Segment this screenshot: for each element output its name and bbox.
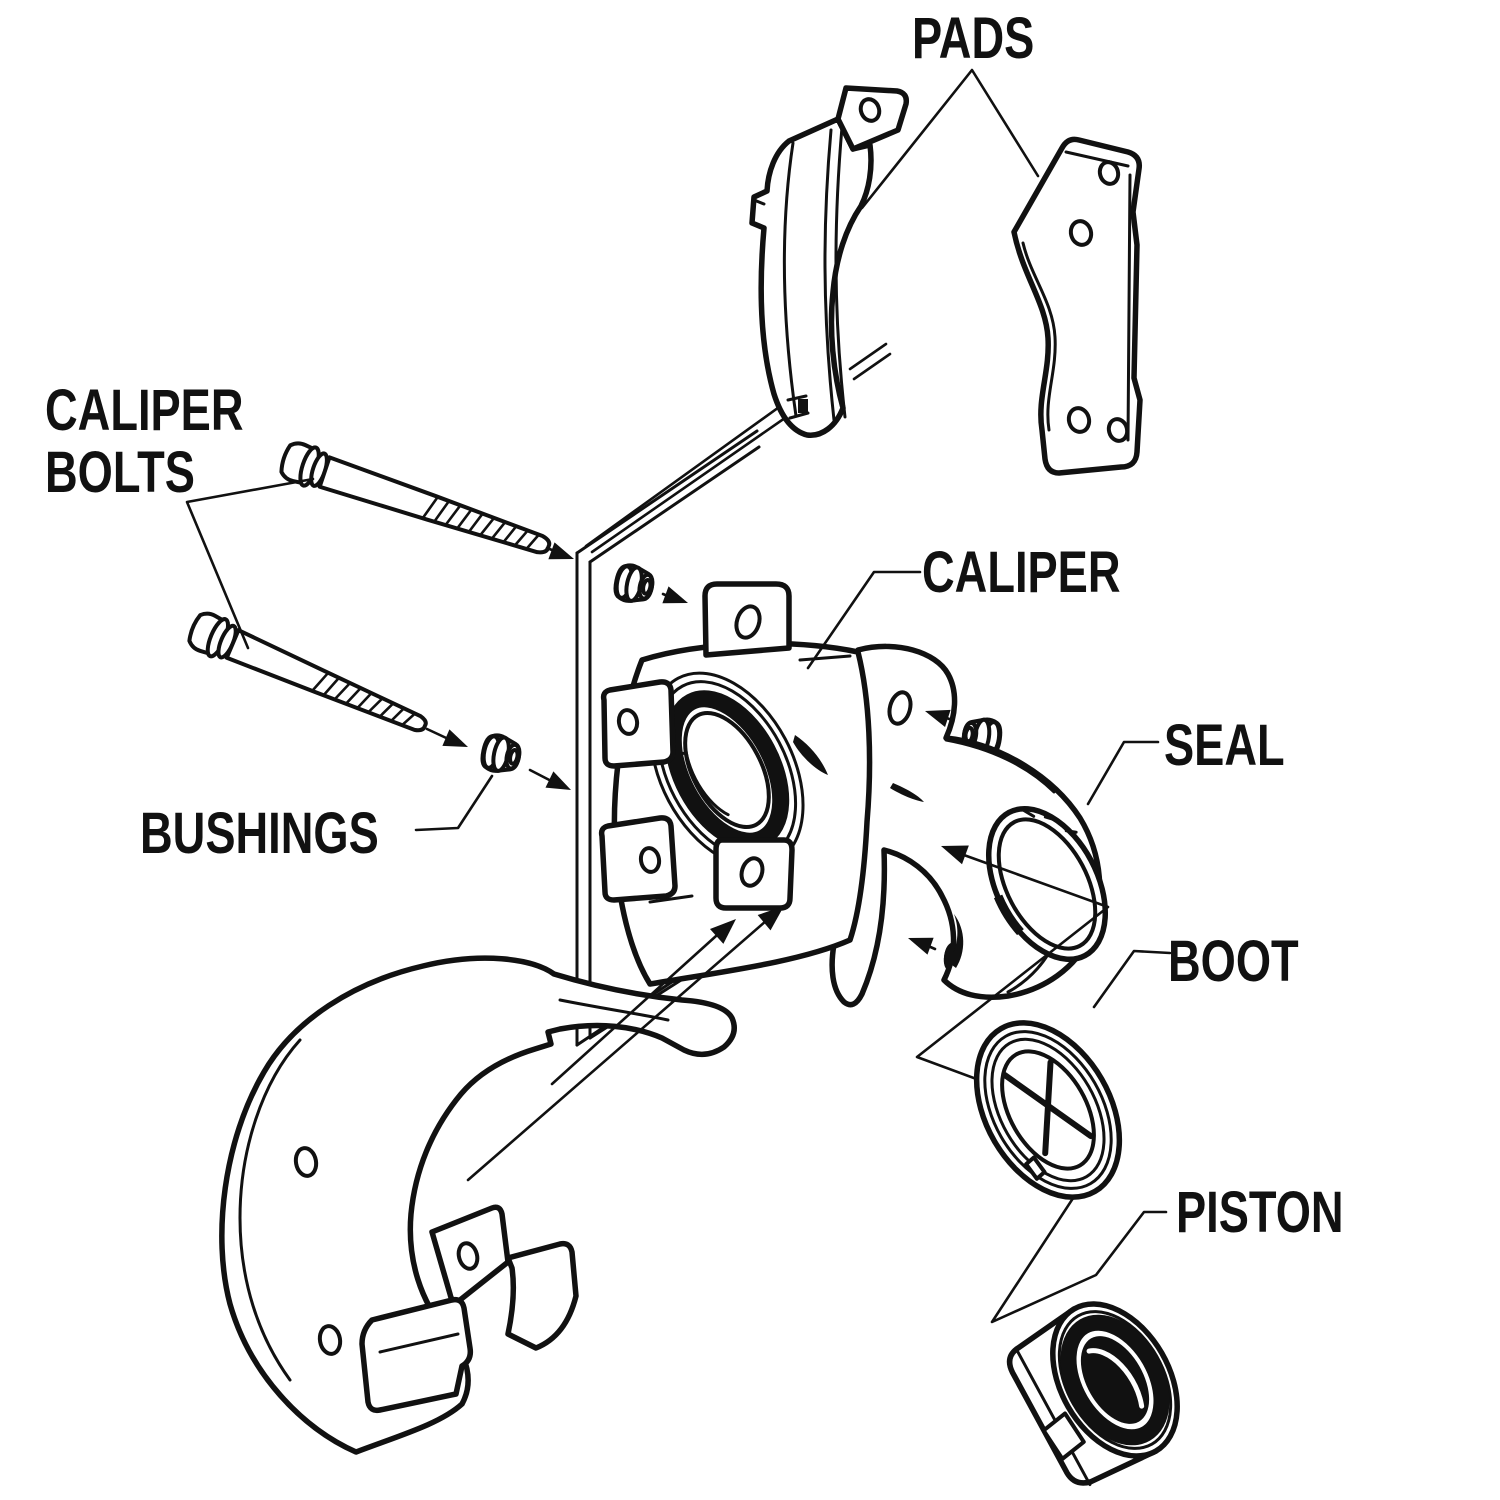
pads-leader <box>860 68 1040 210</box>
anchor-bracket <box>219 955 737 1455</box>
assembly-arrows <box>425 542 954 955</box>
label-caliper-bolts-line1: CALIPER <box>45 379 244 444</box>
label-pads: PADS <box>912 7 1034 72</box>
bracket-assembly-arrows <box>466 906 784 1182</box>
brake-pad-outer <box>1011 136 1143 476</box>
label-caliper-bolts-line2: BOLTS <box>45 441 195 506</box>
bushing-upper-left <box>613 563 655 603</box>
labels: PADS CALIPER BOLTS BUSHINGS CALIPER SEAL… <box>45 7 1344 1246</box>
seal-leader <box>1086 740 1160 806</box>
label-bushings: BUSHINGS <box>140 802 379 867</box>
brake-pad-inner <box>749 85 910 438</box>
caliper-leader <box>806 570 922 670</box>
axis-chain <box>915 845 1168 1324</box>
caliper-body <box>598 581 1103 1008</box>
caliper-bolt-upper <box>279 441 552 555</box>
bushing-left <box>480 733 522 773</box>
label-seal: SEAL <box>1164 714 1285 779</box>
label-piston: PISTON <box>1176 1181 1344 1246</box>
caliper-piston <box>1006 1301 1180 1487</box>
caliper-bolt-lower <box>187 611 428 733</box>
dust-boot <box>973 1020 1123 1200</box>
boot-leader <box>1092 949 1172 1009</box>
bushings-leader <box>414 774 494 832</box>
label-boot: BOOT <box>1168 930 1299 995</box>
caliper-bolts-leader <box>185 477 315 650</box>
label-caliper: CALIPER <box>922 541 1121 606</box>
